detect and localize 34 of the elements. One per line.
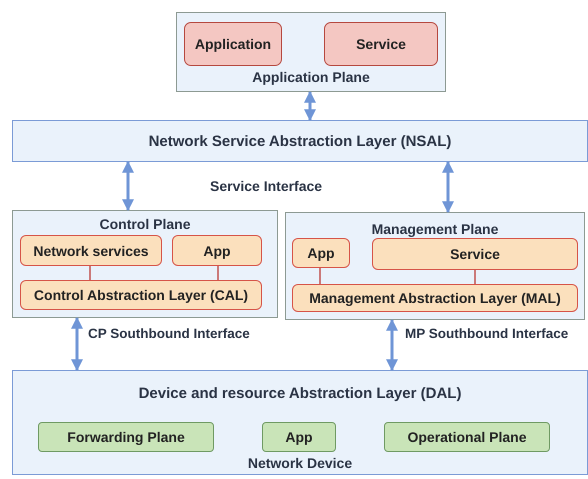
arrow: [304, 90, 316, 122]
layer-panel: [12, 120, 588, 162]
edge-label: MP Southbound Interface: [405, 326, 568, 341]
connector-line: [319, 268, 321, 284]
component-box: Network services: [20, 235, 162, 266]
connector-line: [217, 266, 219, 280]
edge-label: CP Southbound Interface: [88, 326, 250, 341]
component-box: Operational Plane: [384, 422, 550, 452]
component-box: App: [172, 235, 262, 266]
plane-panel: [285, 212, 585, 320]
component-box: Forwarding Plane: [38, 422, 214, 452]
heading-text: Application Plane: [251, 69, 371, 85]
plane-panel: [176, 12, 446, 92]
arrow: [122, 160, 134, 212]
component-box: Service: [372, 238, 578, 270]
heading-text: Management Plane: [370, 221, 500, 237]
interface-label: Service Interface: [210, 178, 322, 194]
component-box: Service: [324, 22, 438, 66]
component-box: Management Abstraction Layer (MAL): [292, 284, 578, 312]
component-box: Application: [184, 22, 282, 66]
component-box: Control Abstraction Layer (CAL): [20, 280, 262, 310]
plane-panel: [12, 210, 278, 318]
component-box: App: [262, 422, 336, 452]
connector-line: [89, 266, 91, 280]
component-box: App: [292, 238, 350, 268]
arrow: [442, 160, 454, 214]
heading-text: Device and resource Abstraction Layer (DAL): [138, 385, 462, 402]
arrow: [386, 318, 398, 372]
heading-text: Network Device: [246, 455, 354, 471]
heading-text: Network Service Abstraction Layer (NSAL): [148, 133, 452, 150]
layer-panel: [12, 370, 588, 475]
arrow: [71, 316, 83, 372]
connector-line: [474, 270, 476, 284]
heading-text: Control Plane: [98, 216, 192, 232]
